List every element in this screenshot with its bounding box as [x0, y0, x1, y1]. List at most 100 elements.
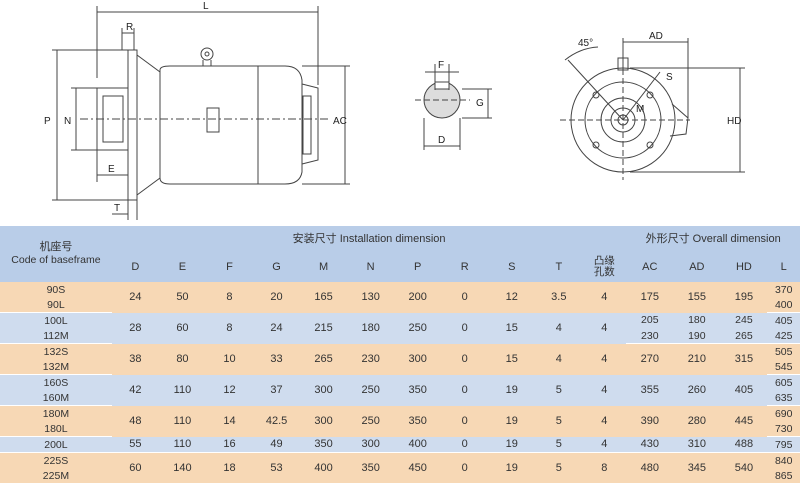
value-cell: 15: [488, 312, 536, 344]
hd-cell: 265: [720, 328, 768, 344]
dimension-drawing: L R P N E T AC F G D AD HD S M 45°: [44, 1, 745, 220]
frame-cell: 225S: [0, 452, 112, 468]
value-cell: 350: [394, 374, 442, 406]
frame-cell: 200L: [0, 436, 112, 453]
value-cell: 210: [673, 343, 721, 375]
ac-cell: 230: [626, 328, 674, 344]
dim-label-R: R: [126, 22, 133, 33]
flange-front-view: [560, 38, 745, 180]
table-row: 160M 635: [0, 390, 800, 406]
dim-label-E: E: [108, 164, 115, 175]
value-cell: 175: [626, 282, 674, 313]
col-header: M: [300, 251, 348, 282]
frame-cell: 180L: [0, 421, 112, 437]
value-cell: 110: [158, 405, 206, 437]
value-cell: 405: [720, 374, 768, 406]
value-cell: 80: [158, 343, 206, 375]
value-cell: 15: [488, 343, 536, 375]
frame-cell: 100L: [0, 312, 112, 328]
table-row: 132M 545: [0, 359, 800, 375]
ad-cell: 180: [673, 312, 721, 328]
frame-cell: 160S: [0, 374, 112, 390]
value-cell: 28: [111, 312, 159, 344]
l-cell: 730: [767, 421, 800, 437]
l-cell: 795: [767, 436, 800, 453]
table-row: 160S 42 110 12 37 300 250 350 0 19 5 4 3…: [0, 374, 800, 406]
value-cell: 33: [253, 343, 301, 375]
frame-cell: 180M: [0, 405, 112, 421]
value-cell: 5: [535, 452, 583, 483]
value-cell: 270: [626, 343, 674, 375]
l-cell: 690: [767, 405, 800, 421]
value-cell: 5: [535, 405, 583, 437]
dim-label-L: L: [203, 1, 209, 12]
value-cell: 12: [205, 374, 254, 406]
value-cell: 300: [300, 374, 348, 406]
value-cell: 215: [300, 312, 348, 344]
value-cell: 19: [488, 374, 536, 406]
table-row: 112M 230 190 265 425: [0, 328, 800, 344]
dim-label-N: N: [64, 116, 71, 127]
value-cell: 8: [582, 452, 627, 483]
col-header: L: [767, 251, 800, 282]
value-cell: 480: [626, 452, 674, 483]
frame-cell: 132M: [0, 359, 112, 375]
value-cell: 8: [205, 312, 254, 344]
value-cell: 4: [582, 405, 627, 437]
table-row: 200L 55 110 16 49 350 300 400 0 19 5 4 4…: [0, 436, 800, 453]
l-cell: 545: [767, 359, 800, 375]
table-row: 180M 48 110 14 42.5 300 250 350 0 19 5 4…: [0, 405, 800, 437]
dim-label-D: D: [438, 135, 445, 146]
holes-header-line2: 孔数: [593, 265, 615, 278]
l-cell: 505: [767, 343, 800, 359]
l-cell: 400: [767, 297, 800, 313]
value-cell: 265: [300, 343, 348, 375]
dimension-table: 机座号 Code of baseframe 安装尺寸 Installation …: [0, 226, 800, 483]
l-cell: 635: [767, 390, 800, 406]
frame-cell: 225M: [0, 468, 112, 483]
value-cell: 0: [441, 343, 489, 375]
value-cell: 4: [535, 312, 583, 344]
value-cell: 4: [582, 282, 627, 313]
value-cell: 10: [205, 343, 254, 375]
value-cell: 350: [394, 405, 442, 437]
ad-cell: 190: [673, 328, 721, 344]
value-cell: 430: [626, 436, 674, 453]
overall-header: 外形尺寸 Overall dimension: [626, 226, 800, 251]
value-cell: 155: [673, 282, 721, 313]
value-cell: 20: [253, 282, 301, 313]
l-cell: 405: [767, 312, 800, 328]
value-cell: 488: [720, 436, 768, 453]
value-cell: 260: [673, 374, 721, 406]
value-cell: 0: [441, 282, 489, 313]
installation-header: 安装尺寸 Installation dimension: [111, 226, 627, 251]
value-cell: 48: [111, 405, 159, 437]
value-cell: 50: [158, 282, 206, 313]
value-cell: 24: [111, 282, 159, 313]
value-cell: 250: [347, 405, 395, 437]
value-cell: 350: [300, 436, 348, 453]
col-header: R: [441, 251, 489, 282]
value-cell: 12: [488, 282, 536, 313]
value-cell: 0: [441, 405, 489, 437]
hd-cell: 245: [720, 312, 768, 328]
value-cell: 42: [111, 374, 159, 406]
value-cell: 5: [535, 436, 583, 453]
value-cell: 165: [300, 282, 348, 313]
value-cell: 140: [158, 452, 206, 483]
base-header-en: Code of baseframe: [11, 254, 101, 266]
dim-label-AD: AD: [649, 31, 663, 42]
l-cell: 370: [767, 282, 800, 297]
value-cell: 250: [347, 374, 395, 406]
dim-label-angle: 45°: [578, 38, 593, 49]
value-cell: 53: [253, 452, 301, 483]
value-cell: 18: [205, 452, 254, 483]
value-cell: 4: [582, 374, 627, 406]
value-cell: 195: [720, 282, 768, 313]
value-cell: 355: [626, 374, 674, 406]
dim-label-M: M: [636, 104, 644, 115]
value-cell: 4: [535, 343, 583, 375]
table-row: 100L 28 60 8 24 215 180 250 0 15 4 4 205…: [0, 312, 800, 344]
col-header: D: [111, 251, 159, 282]
value-cell: 300: [347, 436, 395, 453]
